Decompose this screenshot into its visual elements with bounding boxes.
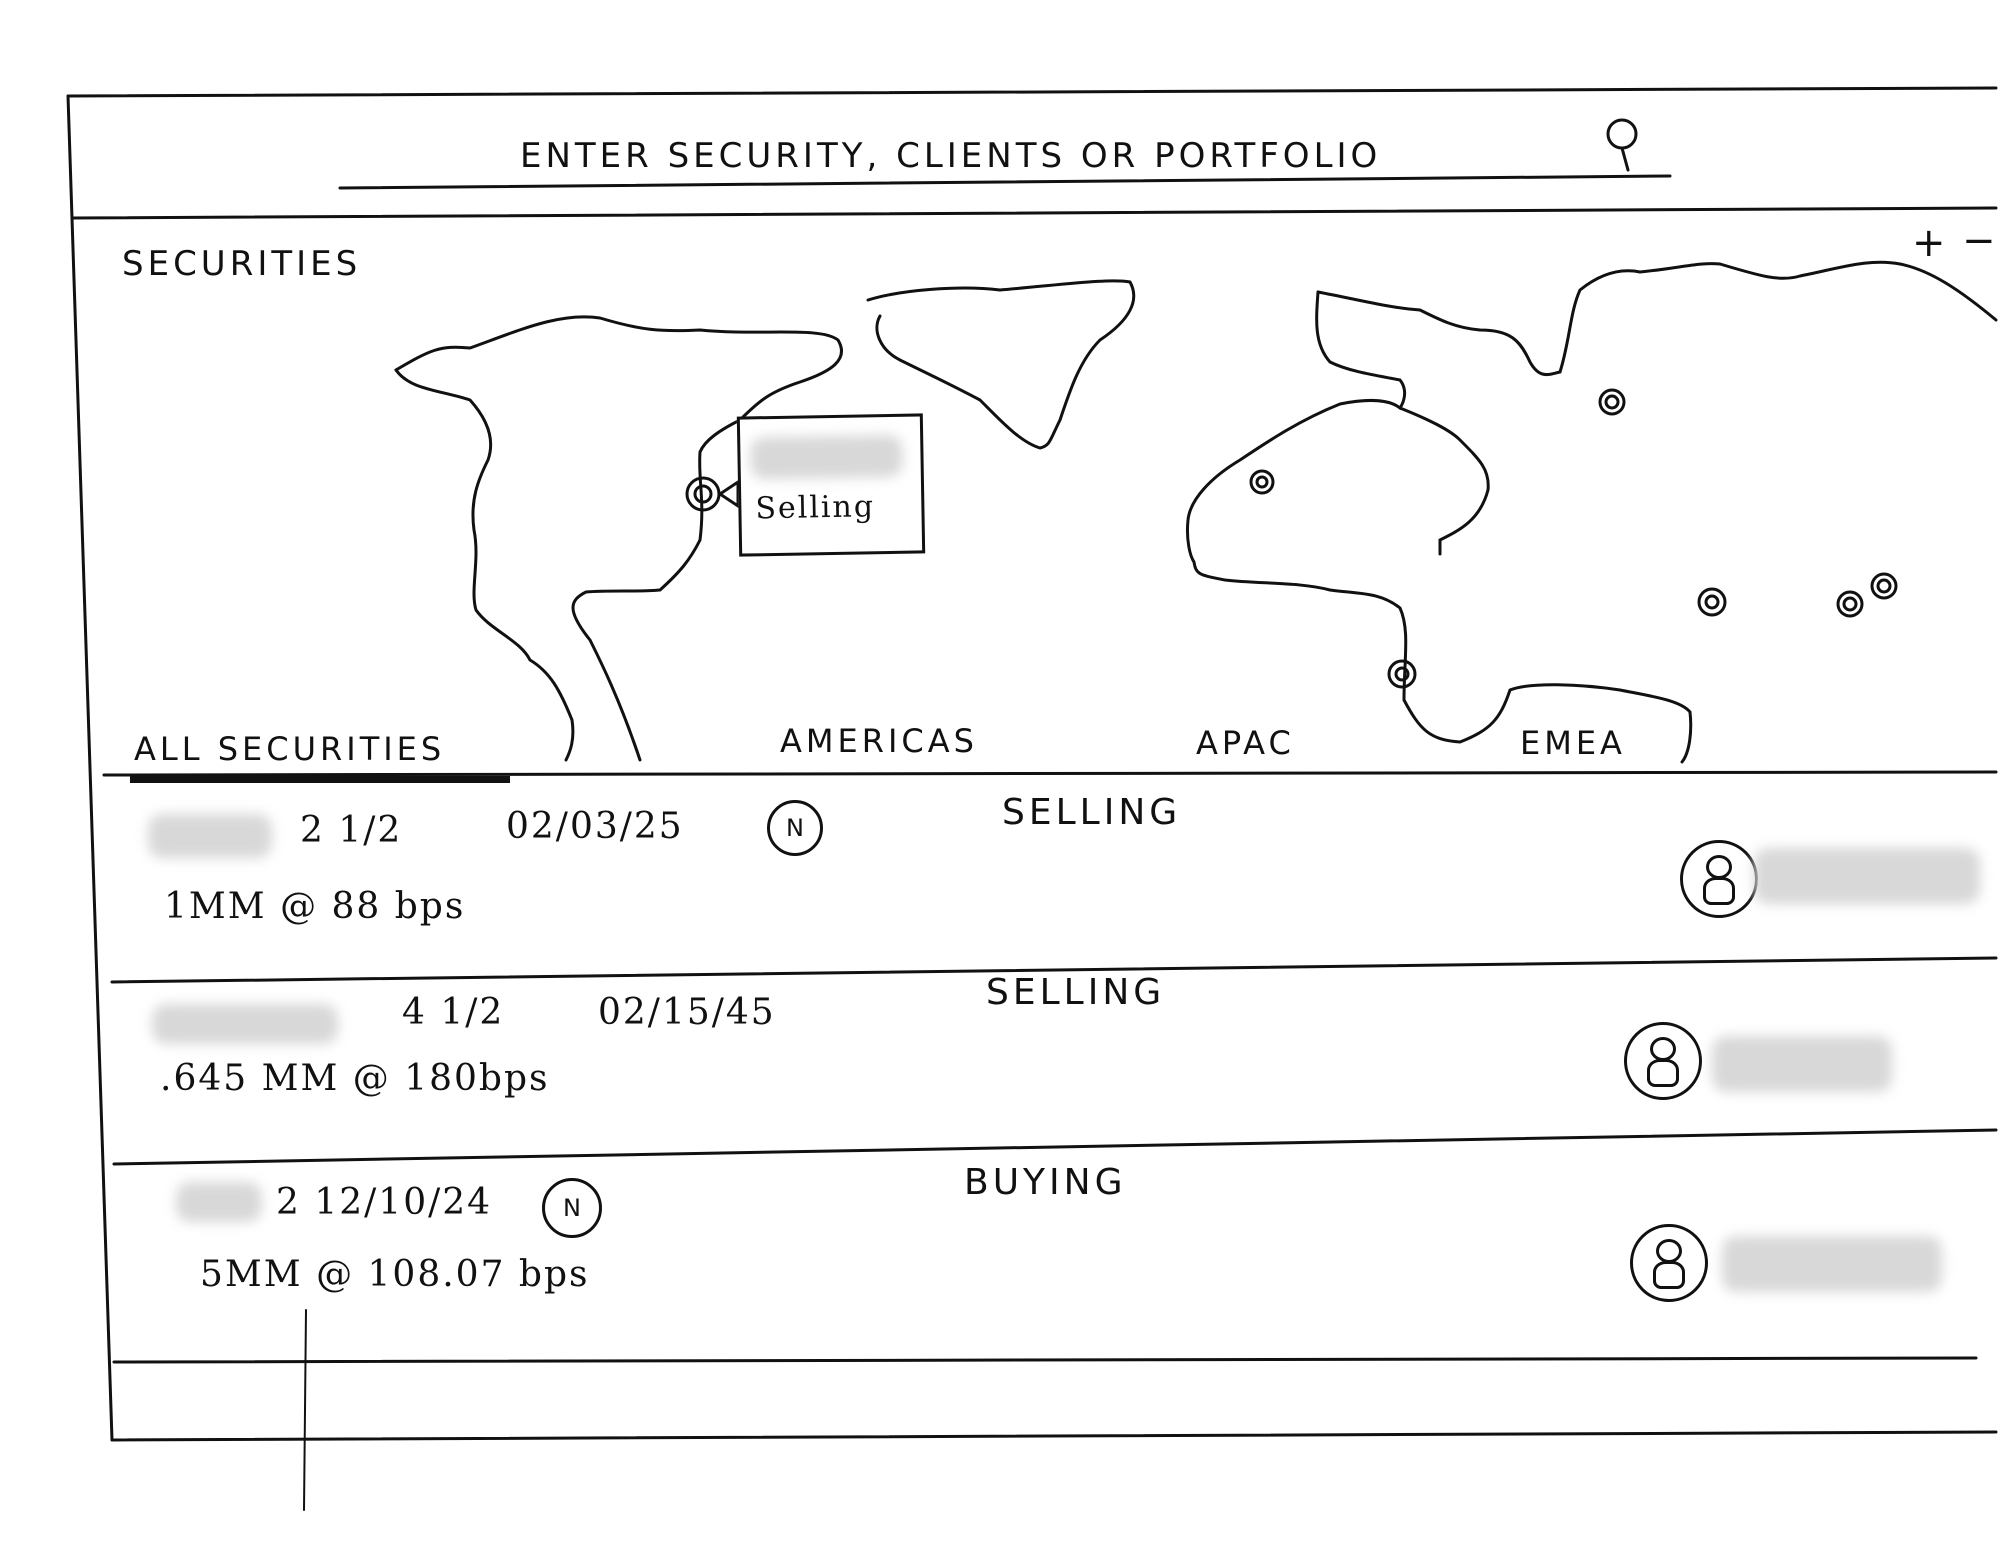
map-section-title: SECURITIES <box>122 244 362 284</box>
list-item[interactable]: 2 1/2 02/03/25 N SELLING 1MM @ 88 bps <box>112 776 1996 976</box>
map-popup[interactable]: Selling <box>736 413 926 557</box>
search-input[interactable]: ENTER SECURITY, CLIENTS OR PORTFOLIO <box>520 136 1382 176</box>
trade-size: .645 MM @ 180bps <box>160 1058 550 1099</box>
region-tabs: ALL SECURITIES AMERICAS APAC EMEA <box>0 710 2000 783</box>
tab-label: EMEA <box>1520 724 1626 762</box>
redacted-security-name <box>152 1004 338 1044</box>
client-avatar-icon[interactable] <box>1624 1022 1702 1100</box>
map-panel: SECURITIES + − Selling <box>80 218 1996 772</box>
tab-label: ALL SECURITIES <box>134 730 446 768</box>
redacted-security-name <box>176 1182 262 1222</box>
tab-all-securities[interactable]: ALL SECURITIES <box>130 728 510 783</box>
tab-emea[interactable]: EMEA <box>1520 724 1660 772</box>
list-item[interactable]: 4 1/2 02/15/45 SELLING .645 MM @ 180bps <box>112 972 1996 1162</box>
zoom-out-button[interactable]: − <box>1962 218 2000 264</box>
map-pin[interactable] <box>685 476 721 512</box>
trade-action: BUYING <box>964 1162 1127 1203</box>
securities-list: 2 1/2 02/03/25 N SELLING 1MM @ 88 bps 4 … <box>112 776 1996 1366</box>
redacted-security-name <box>148 814 272 858</box>
trade-action: SELLING <box>1002 792 1182 833</box>
tab-americas[interactable]: AMERICAS <box>780 722 1010 770</box>
security-maturity: 02/15/45 <box>598 992 776 1033</box>
tab-label: APAC <box>1196 724 1295 762</box>
map-pin[interactable] <box>1698 588 1726 616</box>
search-icon[interactable] <box>1602 122 1642 182</box>
new-badge-icon: N <box>767 800 823 856</box>
search-bar[interactable]: ENTER SECURITY, CLIENTS OR PORTFOLIO <box>340 128 1670 188</box>
map-pin[interactable] <box>1836 590 1864 618</box>
security-coupon: 2 1/2 <box>300 810 403 851</box>
client-avatar-icon[interactable] <box>1630 1224 1708 1302</box>
trade-action: SELLING <box>986 972 1166 1013</box>
security-maturity: 02/03/25 <box>506 806 684 847</box>
redacted-client-name <box>1722 1236 1942 1292</box>
redacted-client-name <box>1754 848 1980 904</box>
redacted-client-name <box>1712 1036 1892 1092</box>
tab-label: AMERICAS <box>780 722 978 760</box>
popup-status: Selling <box>755 489 876 527</box>
tab-apac[interactable]: APAC <box>1196 724 1316 772</box>
map-pin[interactable] <box>1248 468 1276 496</box>
zoom-in-button[interactable]: + <box>1912 220 1950 266</box>
new-badge-icon: N <box>542 1178 602 1238</box>
map-pin[interactable] <box>1598 388 1626 416</box>
security-coupon: 2 12/10/24 <box>276 1182 493 1223</box>
map-pin[interactable] <box>1388 660 1416 688</box>
security-coupon: 4 1/2 <box>402 992 505 1033</box>
trade-size: 5MM @ 108.07 bps <box>200 1254 590 1295</box>
redacted-security-name <box>750 434 903 480</box>
trade-size: 1MM @ 88 bps <box>164 886 466 927</box>
client-avatar-icon[interactable] <box>1680 840 1758 918</box>
map-pin[interactable] <box>1870 572 1898 600</box>
list-item[interactable]: 2 12/10/24 N BUYING 5MM @ 108.07 bps <box>112 1162 1996 1362</box>
